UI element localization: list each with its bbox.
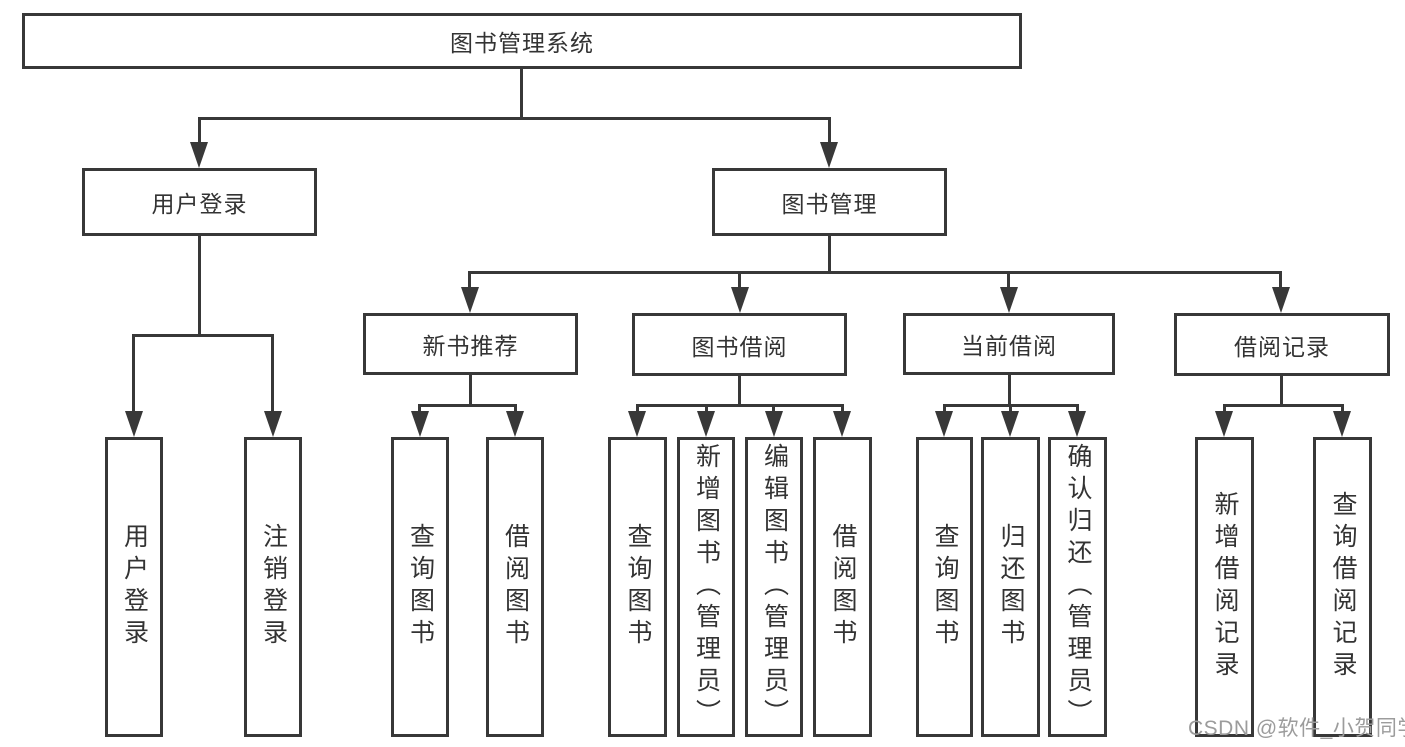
leaf-logout: 注销登录 <box>244 437 302 737</box>
node-label: 用户登录 <box>151 191 248 217</box>
connector-line <box>1008 375 1011 407</box>
connector-line <box>198 117 831 120</box>
arrow-down-icon <box>820 142 838 168</box>
arrow-down-icon <box>1000 287 1018 313</box>
connector-line <box>828 117 831 145</box>
node-label: 借阅图书 <box>501 523 530 651</box>
connector-line <box>1280 376 1283 407</box>
arrow-down-icon <box>461 287 479 313</box>
node-label: 编辑图书（管理员） <box>760 443 789 731</box>
node-label: 归还图书 <box>997 523 1025 651</box>
connector-line <box>1007 271 1010 291</box>
node-label: 图书管理系统 <box>450 30 594 56</box>
arrow-down-icon <box>1215 411 1233 437</box>
connector-line <box>132 334 135 414</box>
arrow-down-icon <box>731 287 749 313</box>
connector-line <box>772 404 775 413</box>
arrow-down-icon <box>411 411 429 437</box>
connector-line <box>514 404 517 413</box>
connector-line <box>418 404 517 407</box>
leaf-query-books: 查询图书 <box>391 437 449 737</box>
node-new-book-recommend: 新书推荐 <box>363 313 578 375</box>
arrow-down-icon <box>1068 411 1086 437</box>
node-library-management-system: 图书管理系统 <box>22 13 1022 69</box>
arrow-down-icon <box>697 411 715 437</box>
connector-line <box>132 334 274 337</box>
arrow-down-icon <box>1333 411 1351 437</box>
connector-line <box>1223 404 1226 413</box>
arrow-down-icon <box>1001 411 1019 437</box>
node-label: 新书推荐 <box>422 333 519 359</box>
arrow-down-icon <box>125 411 143 437</box>
node-label: 借阅图书 <box>829 523 857 651</box>
leaf-borrow-books: 借阅图书 <box>486 437 544 737</box>
node-borrow-record: 借阅记录 <box>1174 313 1390 376</box>
connector-line <box>198 117 201 145</box>
arrow-down-icon <box>264 411 282 437</box>
connector-line <box>1341 404 1344 413</box>
arrow-down-icon <box>765 411 783 437</box>
leaf-borrow-books: 借阅图书 <box>813 437 872 737</box>
node-label: 新增图书（管理员） <box>692 443 721 731</box>
node-label: 当前借阅 <box>961 333 1057 359</box>
node-label: 新增借阅记录 <box>1211 491 1239 683</box>
arrow-down-icon <box>628 411 646 437</box>
connector-line <box>468 271 1282 274</box>
arrow-down-icon <box>833 411 851 437</box>
connector-line <box>418 404 421 413</box>
node-label: 查询借阅记录 <box>1329 491 1357 683</box>
arrow-down-icon <box>190 142 208 168</box>
node-label: 查询图书 <box>406 523 435 651</box>
connector-line <box>469 375 472 407</box>
node-label: 注销登录 <box>259 523 288 651</box>
node-current-borrow: 当前借阅 <box>903 313 1115 375</box>
node-label: 借阅记录 <box>1234 333 1330 360</box>
node-label: 用户登录 <box>120 523 149 651</box>
connector-line <box>636 404 844 407</box>
node-label: 查询图书 <box>624 523 652 651</box>
connector-line <box>520 69 523 119</box>
connector-line <box>271 334 274 414</box>
arrow-down-icon <box>935 411 953 437</box>
connector-line <box>468 271 471 291</box>
leaf-user-login: 用户登录 <box>105 437 163 737</box>
csdn-watermark: CSDN @软件_小贺同学 <box>1188 717 1405 740</box>
connector-line <box>1223 404 1344 407</box>
node-label: 确认归还（管理员） <box>1064 443 1092 731</box>
leaf-add-borrow-record: 新增借阅记录 <box>1195 437 1254 737</box>
connector-line <box>1009 404 1012 413</box>
leaf-return-books: 归还图书 <box>981 437 1040 737</box>
node-label: 图书借阅 <box>691 333 788 360</box>
leaf-query-books: 查询图书 <box>608 437 667 737</box>
leaf-add-books-admin: 新增图书（管理员） <box>677 437 735 737</box>
connector-line <box>1279 271 1282 291</box>
connector-line <box>705 404 708 413</box>
connector-line <box>1076 404 1079 413</box>
node-user-login: 用户登录 <box>82 168 317 236</box>
node-book-management: 图书管理 <box>712 168 947 236</box>
leaf-edit-books-admin: 编辑图书（管理员） <box>745 437 803 737</box>
node-label: 查询图书 <box>931 523 959 651</box>
arrow-down-icon <box>1272 287 1290 313</box>
node-book-borrow: 图书借阅 <box>632 313 847 376</box>
connector-line <box>738 376 741 407</box>
leaf-confirm-return-admin: 确认归还（管理员） <box>1048 437 1107 737</box>
connector-line <box>841 404 844 413</box>
node-label: 图书管理 <box>781 191 878 217</box>
connector-line <box>636 404 639 413</box>
leaf-query-books: 查询图书 <box>916 437 973 737</box>
connector-line <box>943 404 946 413</box>
connector-line <box>828 236 831 274</box>
connector-line <box>738 271 741 291</box>
leaf-query-borrow-record: 查询借阅记录 <box>1313 437 1372 737</box>
connector-line <box>198 236 201 337</box>
arrow-down-icon <box>506 411 524 437</box>
